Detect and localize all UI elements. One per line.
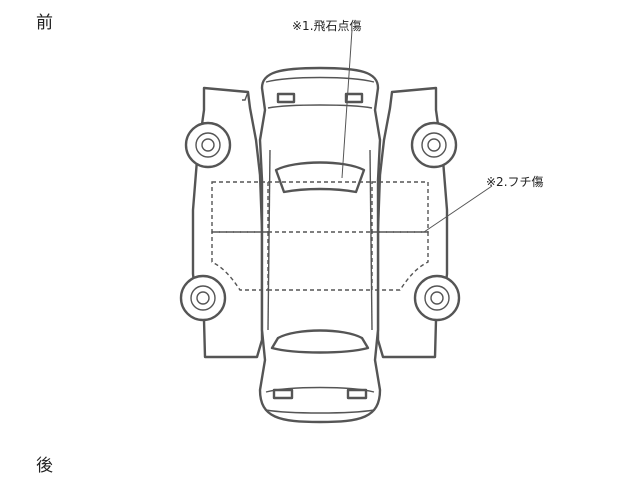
front-left-wheel: [184, 121, 232, 169]
rear-right-wheel: [413, 274, 461, 322]
front-right-wheel: [410, 121, 458, 169]
car-body: [258, 66, 382, 424]
door-dashed-outlines: [211, 181, 429, 291]
rear-left-wheel: [179, 274, 227, 322]
rear-label: 後: [36, 456, 53, 476]
note1-stone-chip-damage: ※1.飛石点傷: [292, 19, 362, 33]
front-lights: [276, 92, 364, 104]
note2-leader-line: [423, 185, 493, 233]
front-label: 前: [36, 13, 53, 33]
rear-lights: [272, 388, 368, 400]
note1-leader-line: [341, 29, 353, 179]
note2-edge-damage: ※2.フチ傷: [486, 175, 544, 189]
